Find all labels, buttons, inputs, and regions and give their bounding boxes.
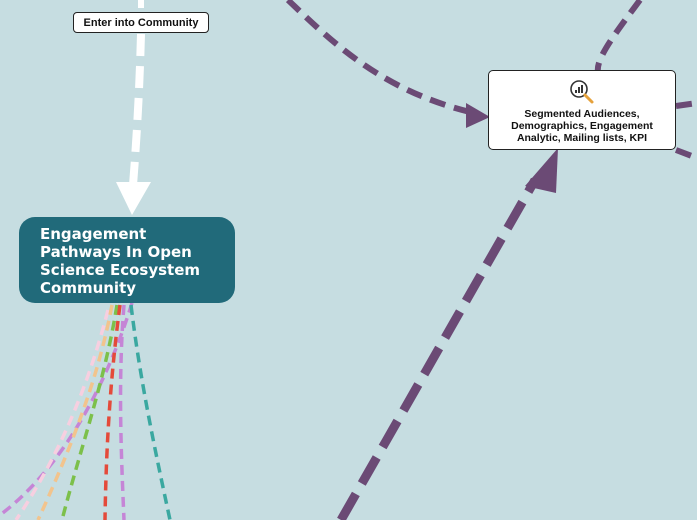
branch-peach	[36, 304, 114, 520]
audience-analytics-node[interactable]: Segmented Audiences, Demographics, Engag…	[488, 70, 676, 150]
central-topic-node[interactable]: Engagement Pathways In Open Science Ecos…	[19, 217, 235, 303]
central-title-line-4: Community	[40, 279, 137, 297]
connector-enter-to-central-lower	[129, 33, 145, 186]
connector-purple-right-top-stub	[675, 100, 697, 109]
central-title-line-2: Pathways In Open	[40, 243, 192, 261]
enter-community-label: Enter into Community	[83, 16, 199, 29]
connector-purple-right-curve	[594, 0, 643, 73]
info-line-1: Segmented Audiences,	[524, 108, 640, 120]
arrowhead-info-bottom	[525, 148, 558, 193]
arrowhead-info-left	[466, 103, 490, 128]
analytics-search-icon	[570, 80, 594, 104]
branch-violet	[118, 304, 126, 520]
info-line-2: Demographics, Engagement	[511, 120, 653, 132]
branch-teal	[129, 304, 172, 520]
info-line-3: Analytic, Mailing lists, KPI	[516, 132, 648, 144]
branch-green	[60, 304, 119, 520]
connector-purple-diagonal	[337, 177, 539, 520]
branch-purple-left	[0, 302, 134, 517]
connector-purple-right-bottom-stub	[674, 147, 697, 161]
branch-pink-left	[14, 309, 110, 520]
connector-purple-top-curve	[285, 0, 471, 115]
arrowhead-central	[116, 182, 151, 215]
central-title-line-3: Science Ecosystem	[40, 261, 201, 279]
central-title-line-1: Engagement	[40, 225, 147, 243]
enter-community-node[interactable]: Enter into Community	[73, 12, 209, 33]
